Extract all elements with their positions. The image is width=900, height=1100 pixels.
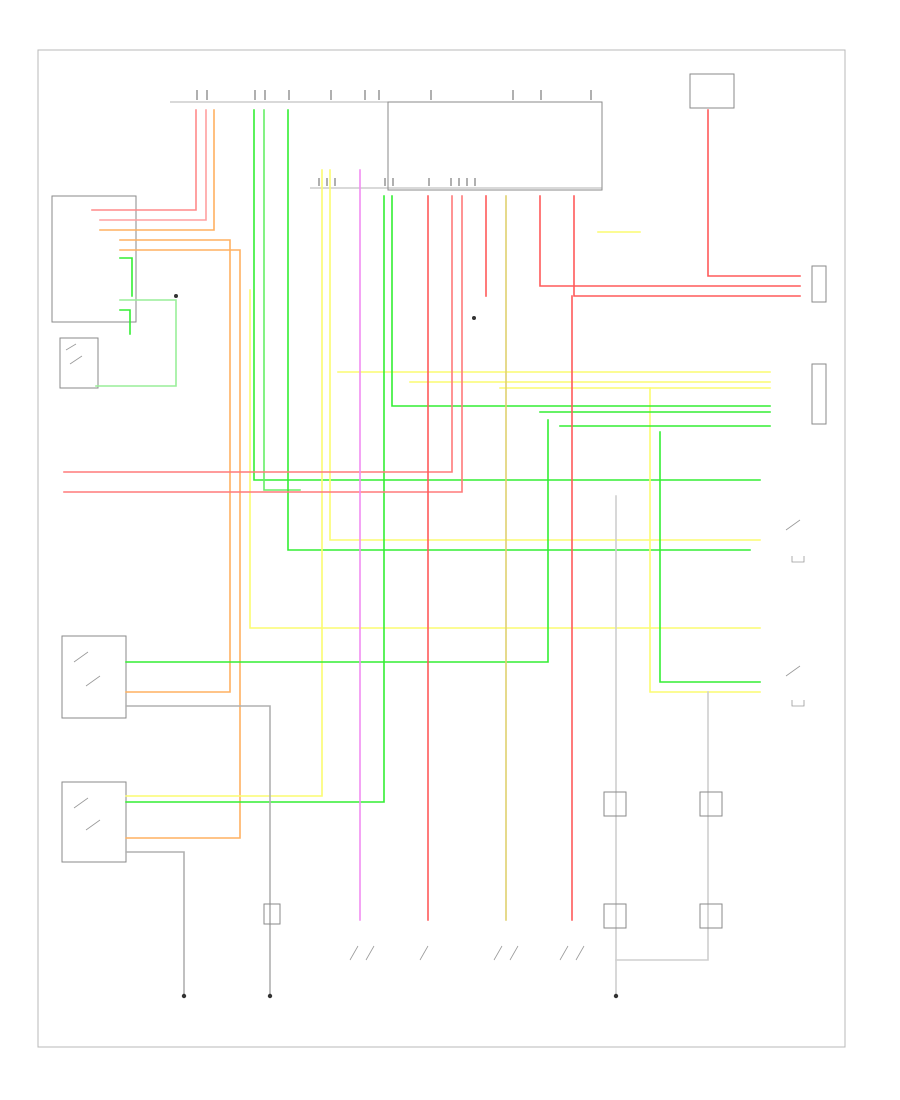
switch-icon [419, 945, 429, 961]
switch-icon [73, 651, 101, 687]
courtesy-light-box-right [699, 791, 723, 817]
ground-icon [267, 993, 273, 999]
lamp-box-left [603, 903, 627, 929]
switch-icon [65, 343, 83, 365]
ground-icon [181, 993, 187, 999]
lamp-box-right [699, 903, 723, 929]
switch-icon [559, 945, 585, 961]
ground-icon [613, 993, 619, 999]
module-lower-pins [318, 178, 476, 186]
ground-icon [174, 294, 178, 298]
top-right-relay-box [689, 73, 735, 109]
door-ajar-box-left [263, 903, 281, 925]
ignition-switch-box [51, 195, 137, 323]
control-module-box [387, 101, 603, 191]
ground-icon [472, 316, 476, 320]
switch-icon [785, 519, 805, 563]
right-door-switch-box [61, 635, 127, 719]
ignition-inner-box [59, 337, 99, 389]
courtesy-light-box-left [603, 791, 627, 817]
bottom-switches [349, 945, 585, 961]
switch-icon [349, 945, 375, 961]
right-connector-lower [811, 363, 827, 425]
left-door-switch-box [61, 781, 127, 863]
right-connector-upper [811, 265, 827, 303]
switch-icon [73, 797, 101, 831]
switch-icon [493, 945, 519, 961]
top-connector-pins [196, 90, 592, 100]
diagram-frame [37, 49, 846, 1048]
switch-icon [785, 665, 805, 707]
